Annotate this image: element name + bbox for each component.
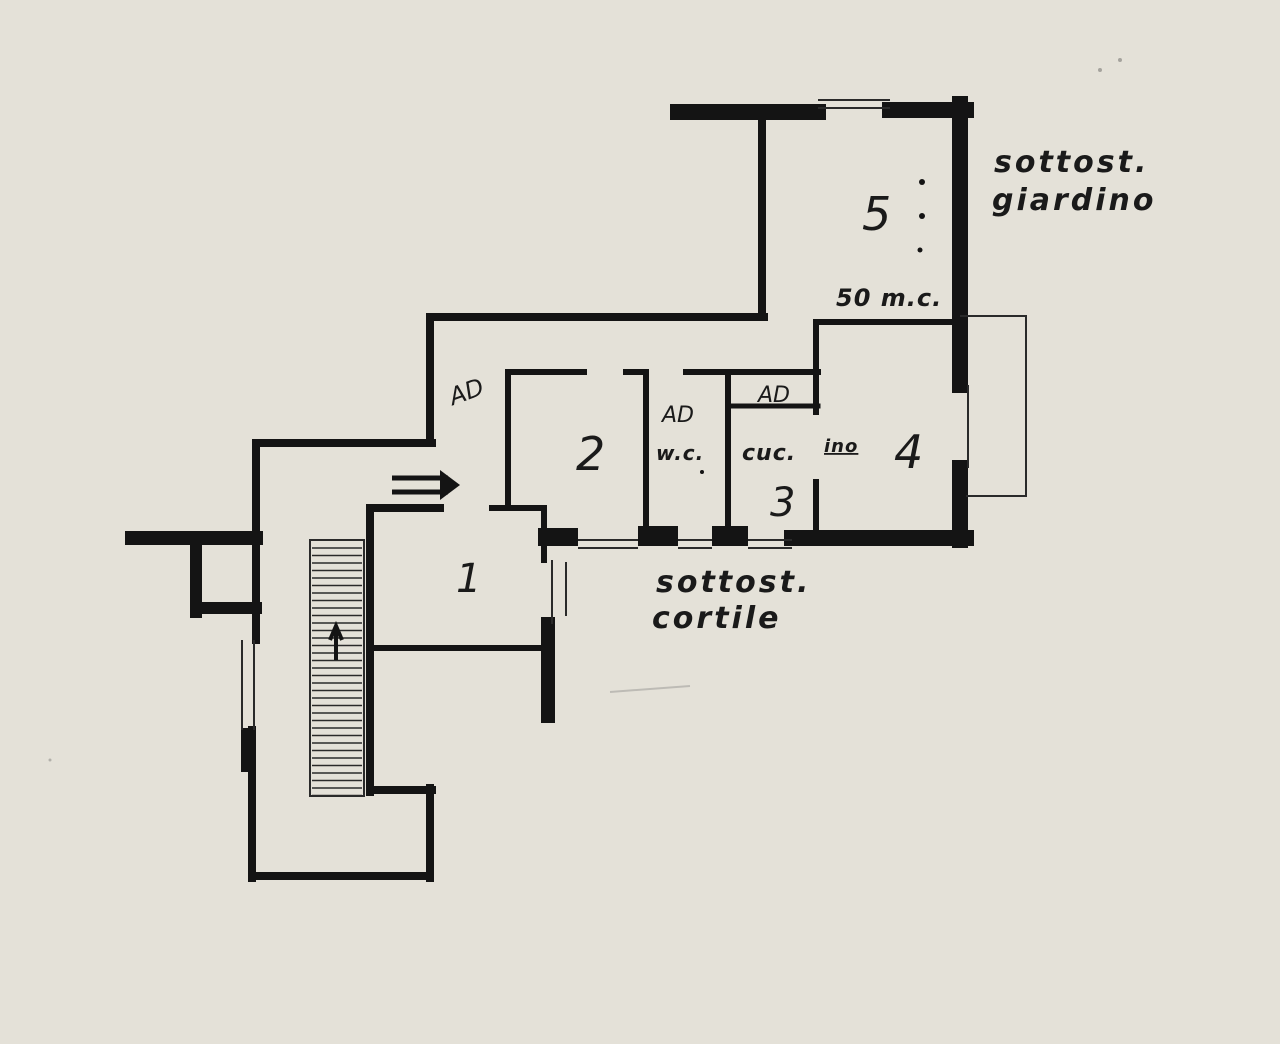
ad-label-corridor: AD	[443, 373, 487, 412]
giardino-label-line2: giardino	[992, 183, 1157, 218]
pillar-wc	[638, 526, 678, 546]
cortile-label-line2: cortile	[652, 601, 781, 636]
cucinino-label-b: ino	[824, 436, 858, 457]
cortile-label-line1: sottost.	[656, 565, 811, 600]
room-3-number: 3	[770, 480, 795, 526]
stair-up-arrow-icon	[328, 620, 344, 660]
paper-texture	[48, 58, 1122, 762]
pillar-kitchen	[712, 526, 748, 546]
wc-label: w.c.	[656, 441, 704, 465]
cucinino-label-a: cuc.	[742, 441, 796, 466]
room-5-number: 5	[862, 187, 891, 241]
volume-label: 50 m.c.	[836, 284, 942, 312]
room-4-number: 4	[894, 425, 923, 479]
ad-label-wc: AD	[660, 403, 694, 428]
balcony-right	[960, 315, 1027, 497]
walls	[125, 96, 974, 882]
pillar-room1	[538, 528, 578, 546]
dotted-partition	[700, 179, 925, 474]
stair-treads	[312, 547, 362, 797]
room-1-number: 1	[456, 556, 481, 602]
ad-label-kitchen: AD	[756, 383, 790, 408]
entry-arrow-icon	[392, 470, 460, 508]
room-2-number: 2	[576, 427, 605, 481]
giardino-label-line1: sottost.	[994, 145, 1149, 180]
